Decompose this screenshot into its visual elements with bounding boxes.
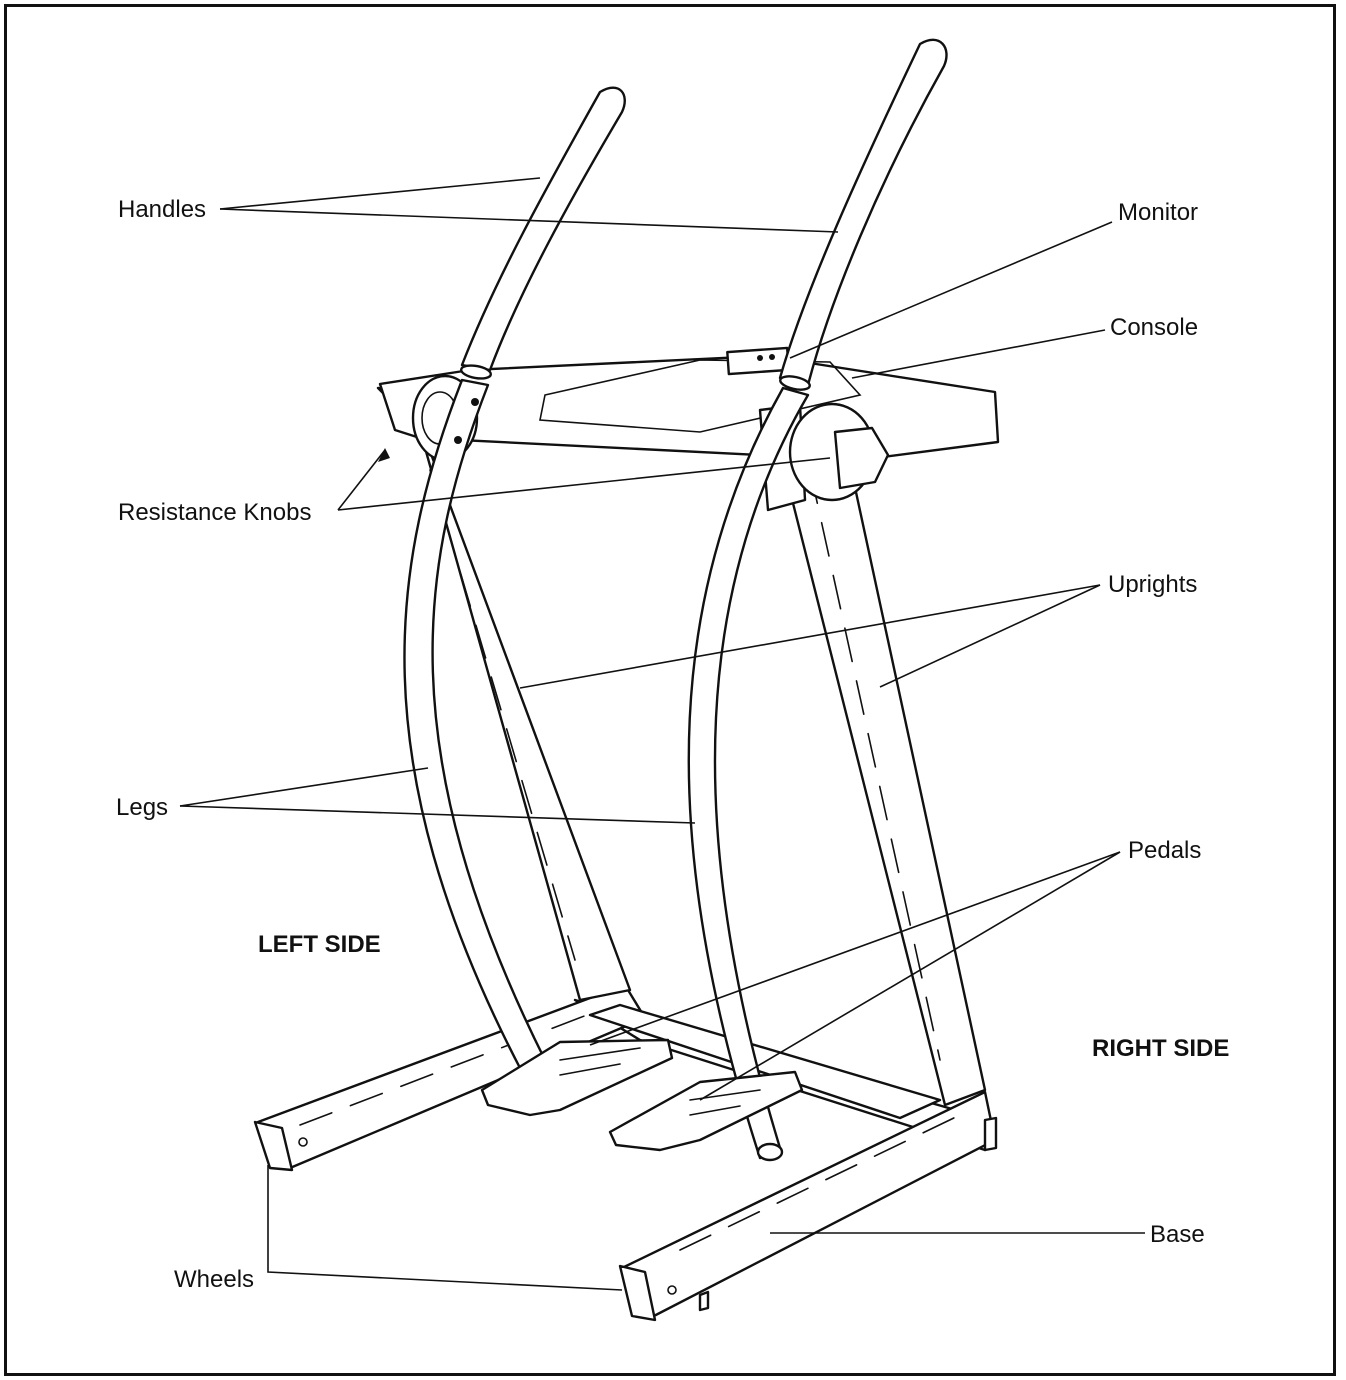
label-handles: Handles [118, 196, 206, 223]
label-pedals: Pedals [1128, 837, 1201, 864]
label-base: Base [1150, 1221, 1205, 1248]
label-uprights: Uprights [1108, 571, 1197, 598]
leader-lines [179, 177, 1145, 1291]
legs [403, 378, 810, 1162]
label-legs: Legs [116, 794, 168, 821]
label-left-side: LEFT SIDE [258, 931, 381, 958]
monitor-display [726, 346, 790, 376]
label-wheels: Wheels [174, 1266, 254, 1293]
label-console: Console [1110, 314, 1198, 341]
monitor-button [757, 355, 763, 361]
label-right-side: RIGHT SIDE [1092, 1035, 1229, 1062]
wheels [253, 1120, 677, 1322]
pedals [480, 1038, 804, 1152]
monitor-button [769, 354, 775, 360]
label-resistance-knobs: Resistance Knobs [118, 499, 311, 526]
label-monitor: Monitor [1118, 199, 1198, 226]
handles [454, 38, 948, 444]
